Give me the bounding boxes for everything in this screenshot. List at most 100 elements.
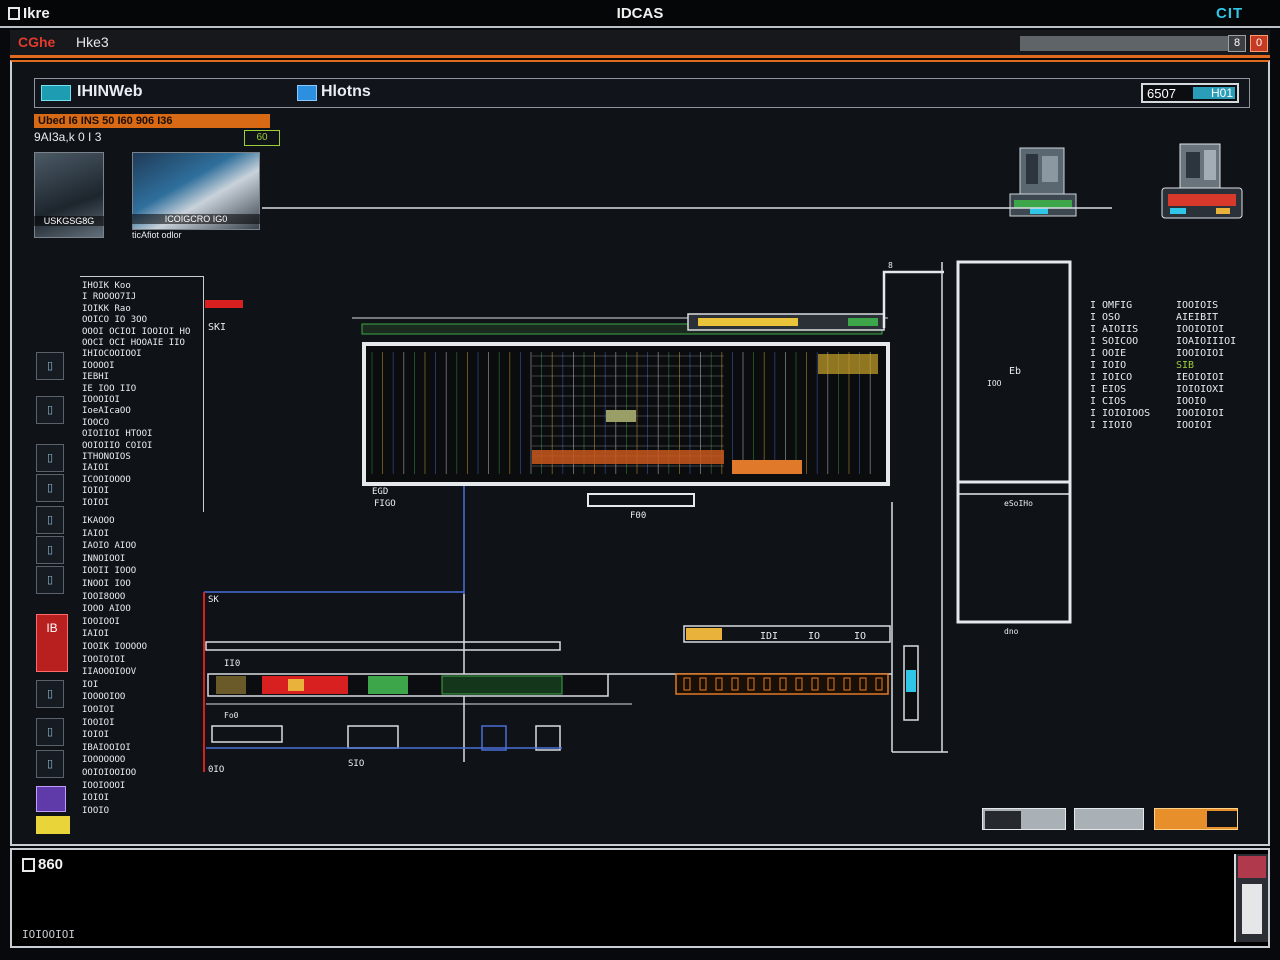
parts-list-item[interactable]: IAIOI bbox=[82, 629, 110, 640]
toolbar-label[interactable]: CGhe bbox=[18, 34, 56, 50]
parts-list-item[interactable]: IKAOOO bbox=[82, 516, 115, 526]
parts-list-item[interactable]: OIOIIOI HTOOI bbox=[82, 429, 153, 440]
rail-icon-6: ▯ bbox=[46, 544, 54, 556]
parts-list-item[interactable]: IOOIOI bbox=[82, 717, 115, 728]
parts-list-item[interactable]: ICOOIOOOO bbox=[82, 474, 131, 485]
rail-palette-button[interactable] bbox=[36, 786, 66, 812]
rail-button-8[interactable]: ▯ bbox=[36, 680, 64, 708]
window-controls[interactable]: CIT bbox=[1216, 5, 1244, 22]
parts-list-item[interactable]: INNOIOOI bbox=[82, 553, 126, 564]
rail-button-4[interactable]: ▯ bbox=[36, 474, 64, 502]
parts-list-item[interactable]: OOICO IO 3OO bbox=[82, 315, 148, 326]
parts-list-item[interactable]: IoeAIcaOO bbox=[82, 406, 131, 417]
rail-button-3[interactable]: ▯ bbox=[36, 444, 64, 472]
machine-illustration-2[interactable] bbox=[1156, 140, 1248, 230]
parts-list-item[interactable]: IOOO AIOO bbox=[82, 604, 131, 615]
legend-value: IOAIOIIIOI bbox=[1176, 336, 1237, 347]
parts-list-item[interactable]: IOIOI bbox=[82, 730, 110, 741]
parts-list-item[interactable]: IOIOI bbox=[82, 497, 110, 508]
rail-icon-8: ▯ bbox=[46, 688, 54, 700]
parts-list-item[interactable]: IOIOI bbox=[82, 486, 110, 497]
conveyor-right-belt[interactable] bbox=[675, 673, 889, 695]
toolbar-progress-bar bbox=[1020, 36, 1228, 51]
label-bot-left: II0 bbox=[224, 659, 240, 669]
parts-list-item[interactable]: IOOIOI bbox=[82, 705, 115, 715]
parts-list-item[interactable]: IOOIOOI bbox=[82, 616, 120, 627]
rail-alert-button[interactable]: IB bbox=[36, 614, 68, 672]
parts-list-item[interactable]: IAIOI bbox=[82, 528, 110, 539]
console-checkbox[interactable] bbox=[22, 858, 35, 872]
cad-drawing[interactable]: SKI F00 EGD FIGO Eb IOO eSoIHo dno 8 bbox=[12, 62, 1268, 844]
rail-button-7[interactable]: ▯ bbox=[36, 566, 64, 594]
parts-list-item[interactable]: IOOIOIOI bbox=[82, 654, 126, 665]
parts-list-item[interactable]: IOIOI bbox=[82, 793, 110, 804]
parts-list-item[interactable]: ITHONOIOS bbox=[82, 452, 131, 462]
toggle-button-1[interactable] bbox=[982, 808, 1066, 830]
parts-list-item[interactable]: IHIOCOOIOOI bbox=[82, 349, 142, 360]
label-sk: SKI bbox=[208, 322, 226, 333]
legend-value: IOOIO bbox=[1176, 396, 1207, 407]
window-title: IDCAS bbox=[616, 5, 664, 22]
parts-list-item[interactable]: OOCI OCI HOOAIE IIO bbox=[82, 338, 185, 348]
console-side-panel[interactable] bbox=[1234, 854, 1268, 942]
label-left-small: EGD bbox=[372, 487, 388, 497]
parts-list-item[interactable]: IOOII IOOO bbox=[82, 566, 137, 577]
rail-highlight-swatch[interactable] bbox=[36, 816, 70, 834]
toolbar-button[interactable]: 8 bbox=[1228, 35, 1246, 52]
rail-button-9[interactable]: ▯ bbox=[36, 718, 64, 746]
conveyor-roller bbox=[699, 677, 707, 691]
parts-list-item[interactable]: IOIKK Rao bbox=[82, 303, 131, 314]
value-field[interactable]: 6507 H01 bbox=[1141, 83, 1239, 103]
legend-item: I AIOIIS bbox=[1090, 324, 1139, 335]
label-cabinet: Eb bbox=[1009, 366, 1021, 377]
parts-list-item[interactable]: IIAOOOIOOV bbox=[82, 667, 137, 678]
conveyor-roller bbox=[811, 677, 819, 691]
layers-icon[interactable] bbox=[41, 85, 71, 101]
toggle-button-active[interactable] bbox=[1154, 808, 1238, 830]
red-marker[interactable] bbox=[205, 300, 243, 308]
label-bot-left-2: Fo0 bbox=[224, 711, 239, 720]
rail-button-6[interactable]: ▯ bbox=[36, 536, 64, 564]
machine-illustration-1[interactable] bbox=[1004, 142, 1078, 228]
parts-list-item[interactable]: I ROOOO7IJ bbox=[82, 292, 137, 303]
parts-list-item[interactable]: IOOIO bbox=[82, 805, 110, 816]
parts-list-item[interactable]: IE IOO IIO bbox=[82, 383, 137, 394]
parts-list-item[interactable]: IOOIOOOI bbox=[82, 780, 126, 791]
parts-list-item[interactable]: OOOI OCIOI IOOIOI HO bbox=[82, 326, 191, 337]
parts-list-item[interactable]: IAIOI bbox=[82, 463, 110, 474]
rail-button-1[interactable]: ▯ bbox=[36, 352, 64, 380]
parts-list-item[interactable]: IAOIO AIOO bbox=[82, 541, 137, 552]
rail-button-10[interactable]: ▯ bbox=[36, 750, 64, 778]
parts-list-item[interactable]: OOIOIIO COIOI bbox=[82, 440, 153, 451]
toolbar-sublabel[interactable]: Hke3 bbox=[76, 34, 109, 50]
parts-list-item[interactable]: IBAIOOIOI bbox=[82, 742, 131, 753]
conveyor-right-rollers bbox=[683, 677, 883, 691]
parts-list-item[interactable]: IEBHI bbox=[82, 372, 110, 383]
rail-icon-9: ▯ bbox=[46, 726, 54, 738]
parts-list-item[interactable]: IOOCO bbox=[82, 417, 110, 428]
parts-list-item[interactable]: IHOIK Koo bbox=[82, 281, 131, 291]
rail-button-5[interactable]: ▯ bbox=[36, 506, 64, 534]
app-icon[interactable] bbox=[8, 7, 20, 20]
console-status: IOIOOIOI bbox=[22, 928, 75, 941]
parts-list-item[interactable]: IOOOIOI bbox=[82, 395, 120, 405]
legend-value: IOOIOIOI bbox=[1176, 324, 1225, 335]
console-side-scrollbar[interactable] bbox=[1242, 884, 1262, 934]
close-button[interactable]: 0 bbox=[1250, 35, 1268, 52]
parts-list-item[interactable]: IOOIK IOOOOO bbox=[82, 642, 148, 652]
cabinet-frame[interactable] bbox=[956, 260, 1072, 624]
parts-list-item[interactable]: IOOOOOOO bbox=[82, 755, 126, 766]
rail-button-2[interactable]: ▯ bbox=[36, 396, 64, 424]
info-badge[interactable]: 60 bbox=[244, 130, 280, 146]
monitor-icon[interactable] bbox=[297, 85, 317, 101]
tab-1[interactable]: IHINWeb bbox=[77, 83, 143, 100]
parts-list-item[interactable]: IOOOOIOO bbox=[82, 692, 126, 703]
tab-2[interactable]: Hlotns bbox=[321, 83, 371, 100]
parts-list-item[interactable]: IOOOOI bbox=[82, 360, 115, 371]
parts-list-item[interactable]: OOIOIOOIOO bbox=[82, 768, 137, 778]
parts-list-item[interactable]: IOI bbox=[82, 679, 99, 690]
parts-list-item[interactable]: IOOI8OOO bbox=[82, 591, 126, 602]
rail-icon-3: ▯ bbox=[46, 452, 54, 464]
parts-list-item[interactable]: INOOI IOO bbox=[82, 579, 131, 589]
toggle-button-2[interactable] bbox=[1074, 808, 1144, 830]
